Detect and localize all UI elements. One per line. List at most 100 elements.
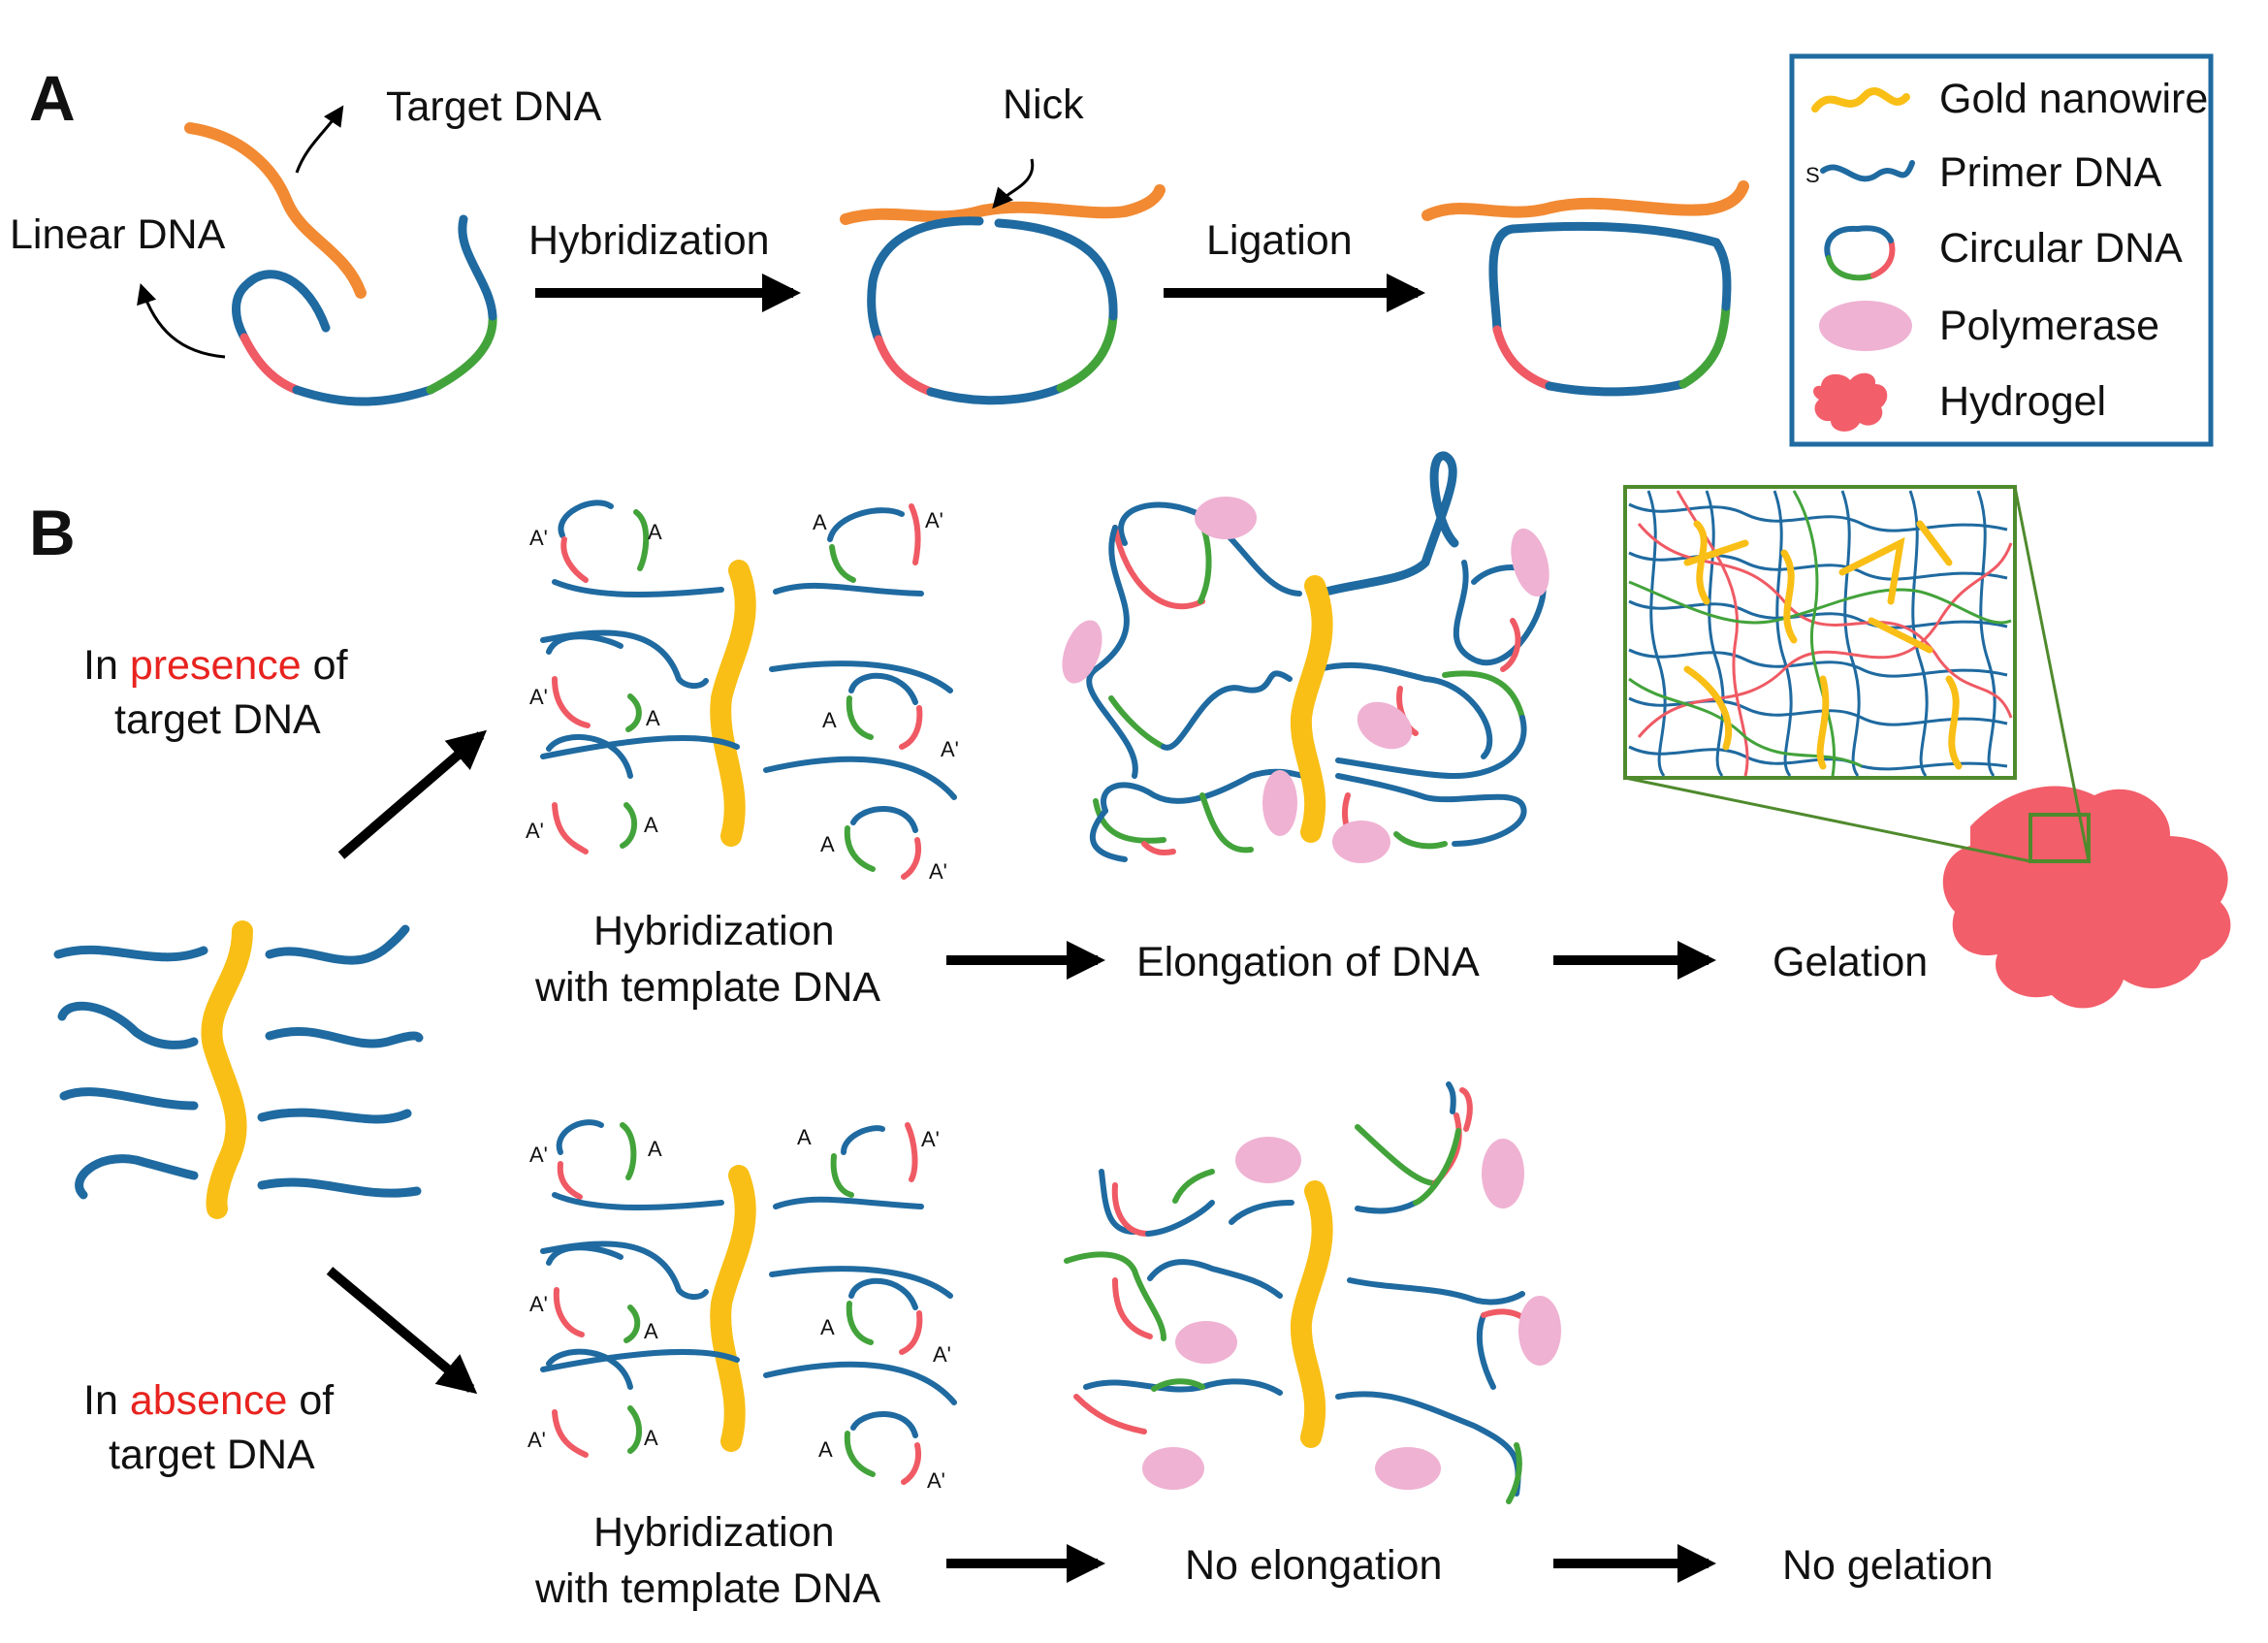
nicked-blue-left [867,216,984,344]
elongated-strand [1198,521,1212,604]
panel-a-label: A [29,62,76,134]
primer-hyb [773,1196,924,1209]
site-a: A [646,706,660,730]
zoom-line [1624,776,2031,863]
polymerase-icon [1819,301,1912,351]
circle-strand [841,1125,885,1155]
circle-strand [909,503,921,565]
circle-strand [905,1122,918,1182]
elongated-strand [1314,451,1459,598]
gold-nanowire [710,1165,756,1452]
gel-network [1628,490,2013,777]
gold-nanowire [1290,1180,1333,1448]
gold-nanowire [710,560,756,847]
linear-dna-red [240,333,302,395]
circle-strand [850,1411,918,1438]
polymerase [1357,701,1413,750]
elongated-strand [1442,670,1525,721]
top-site-labels: A' A A A' A' A A A' A' A A A' [526,508,959,884]
primer-strand [265,1027,424,1048]
polymerase [1332,821,1390,863]
target-dna-strand [184,122,367,299]
ligated-green [1678,302,1731,389]
dna-fragment [1481,1308,1525,1320]
top-elongation-label: Elongation of DNA [1136,939,1480,985]
elongated-strand [1316,661,1493,759]
circular-dna-icon-red [1870,238,1896,278]
primer-hyb [769,660,953,693]
gold-nanowire [201,920,253,1219]
elongated-strand [1093,798,1166,844]
circle-strand [546,734,633,779]
absence-label-line2: target DNA [109,1432,315,1478]
circular-dna-icon-green [1826,255,1876,281]
primer-hyb [552,579,724,597]
dna-fragment [1355,1200,1419,1214]
dna-fragment [1172,1169,1215,1204]
circle-strand [620,802,638,849]
dna-fragment [1413,1128,1461,1206]
bottom-no-elongation-cluster [1064,1081,1561,1504]
dna-fragment [1064,1251,1166,1341]
site-a-prime: A' [921,1127,940,1151]
elongated-strand [1086,525,1138,779]
polymerase [1062,620,1102,684]
site-a: A [648,520,662,544]
dna-fragment [1459,1087,1473,1132]
legend-label-hydrogel: Hydrogel [1939,378,2106,425]
primer-strand [53,945,208,962]
circle-strand [557,1161,583,1200]
polymerase [1195,497,1257,539]
site-a: A [797,1125,812,1149]
ligation-label: Ligation [1206,217,1353,264]
hydrogel-blob [1942,786,2231,1009]
panel-b-label: B [29,497,76,568]
hydrogel-zoom [1623,485,2231,1009]
site-a-prime: A' [941,737,959,761]
primer-hyb [763,756,957,800]
circle-strand [620,1122,637,1180]
primer-strand [257,1177,422,1198]
circle-strand [553,1287,585,1337]
circle-strand [623,1305,641,1343]
circle-strand [844,1431,876,1477]
circle-strand [848,672,918,705]
polymerase [1375,1447,1441,1490]
nicked-circle [840,184,1166,405]
bottom-gelation-label: No gelation [1782,1542,1994,1589]
dna-fragment [1335,1391,1521,1497]
nicked-red [874,335,936,397]
site-a: A [813,510,827,534]
circle-strand [848,1277,918,1310]
circle-strand [556,1119,604,1155]
ligated-red [1492,325,1554,391]
circle-strand [546,1348,633,1390]
target-dna-label: Target DNA [386,83,602,130]
elongated-strand [1500,618,1521,672]
primer-dna-icon [1820,160,1915,182]
circle-strand [633,509,650,571]
dna-fragment [1073,1394,1147,1434]
primer-hyb [540,629,709,689]
linear-dna-blue-bottom [292,385,435,406]
elongated-strand [1199,792,1254,854]
ligated-blue-bottom [1545,379,1688,397]
bottom-site-labels: A' A A A' A' A A A' A' A A A' [527,1125,951,1493]
bottom-elongation-label: No elongation [1185,1542,1442,1589]
top-hyb-line2: with template DNA [534,964,880,1011]
polymerase [1235,1137,1301,1183]
dna-fragment [1355,1124,1438,1186]
circle-strand [552,676,591,728]
site-a: A [644,1319,658,1343]
dna-fragment [1347,1277,1525,1305]
linear-dna-group [184,122,497,406]
dna-fragment [1147,1259,1283,1299]
site-a-prime: A' [927,1468,945,1493]
linear-dna-green [426,311,497,395]
nick-label: Nick [1003,81,1084,128]
legend-label-gold: Gold nanowire [1939,76,2208,122]
primer-strand [59,1087,199,1111]
circle-strand [901,1442,921,1485]
legend-label-polymerase: Polymerase [1939,303,2159,349]
bottom-hyb-line1: Hybridization [593,1509,835,1556]
